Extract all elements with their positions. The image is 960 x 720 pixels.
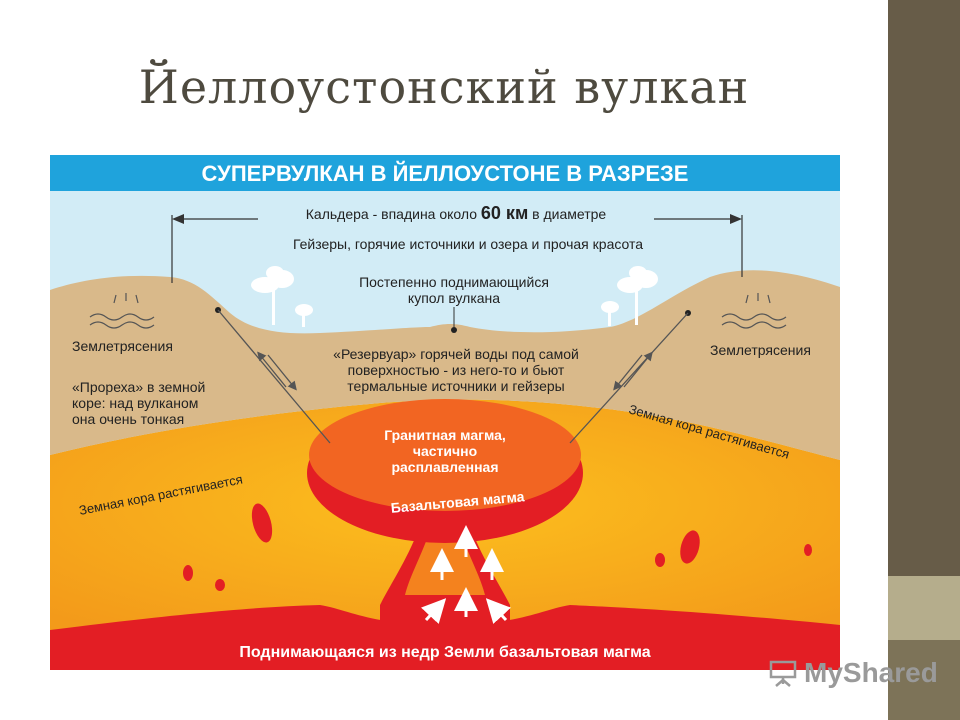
supervolcano-cross-section: СУПЕРВУЛКАН В ЙЕЛЛОУСТОНЕ В РАЗРЕЗЕ Каль… [50, 155, 840, 670]
crust-layer [50, 270, 840, 460]
fault-line-right [569, 312, 689, 444]
dome-label-line2: купол вулкана [408, 290, 500, 306]
stretch-arrow-right-up [623, 351, 653, 388]
earthquakes-label-right: Землетрясения [710, 342, 811, 358]
rising-magma-label: Поднимающаяся из недр Земли базальтовая … [239, 644, 650, 661]
reservoir-line3: термальные источники и гейзеры [347, 378, 564, 394]
granite-line2: частично [413, 443, 477, 459]
geysers-label: Гейзеры, горячие источники и озера и про… [293, 236, 643, 252]
magma-blob [183, 565, 193, 581]
magma-blob [804, 544, 812, 556]
rift-line2: коре: над вулканом [72, 395, 198, 411]
magma-blob [215, 579, 225, 591]
geyser-plume-right [601, 266, 658, 326]
granite-magma-chamber [309, 399, 581, 511]
side-block-light [888, 576, 960, 640]
fault-line-left [217, 309, 331, 444]
watermark: MyShared [768, 656, 938, 690]
magma-blob [655, 553, 665, 567]
reservoir-line1: «Резервуар» горячей воды под самой [333, 346, 579, 362]
header-band [50, 155, 840, 191]
rising-magma-arrows [421, 525, 511, 624]
caldera-label: Кальдера - впадина около 60 км в диаметр… [306, 203, 607, 223]
slide-title: Йеллоустонский вулкан [138, 60, 750, 114]
diagram-header: СУПЕРВУЛКАН В ЙЕЛЛОУСТОНЕ В РАЗРЕЗЕ [202, 161, 689, 186]
stretch-arrow-right-down [613, 354, 643, 391]
geyser-plume-left [251, 266, 313, 327]
granite-line1: Гранитная магма, [384, 427, 506, 443]
magma-blob [251, 503, 273, 543]
magma-blob [680, 530, 700, 564]
caldera-arrow-left [172, 214, 184, 224]
earthquakes-label-left: Землетрясения [72, 338, 173, 354]
side-block-dark [888, 640, 960, 720]
rift-line3: она очень тонкая [72, 411, 184, 427]
stretch-arrow-left-up [257, 351, 287, 388]
caldera-arrow-right [730, 214, 742, 224]
dome-point [451, 327, 457, 333]
stretch-arrow-left-down [267, 354, 297, 391]
granite-line3: расплавленная [391, 459, 498, 475]
rift-line1: «Прореха» в земной [72, 379, 205, 395]
reservoir-line2: поверхностью - из него-то и бьют [348, 362, 565, 378]
watermark-text: MyShared [804, 657, 938, 688]
presentation-board-icon [769, 660, 797, 687]
earthquake-icon-left [89, 293, 155, 329]
dome-label-line1: Постепенно поднимающийся [359, 274, 549, 290]
earthquake-icon-right [721, 293, 787, 329]
